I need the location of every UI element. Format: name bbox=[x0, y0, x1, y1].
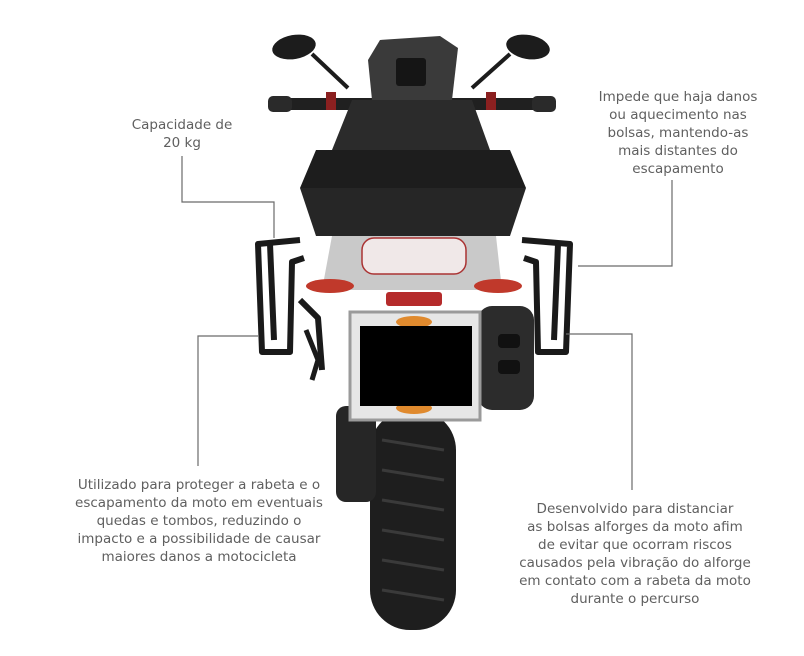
leader-heat bbox=[578, 180, 673, 267]
exhaust bbox=[478, 306, 534, 410]
rear-tire bbox=[370, 410, 456, 630]
caption-fall-protection: Utilizado para proteger a rabeta e o esc… bbox=[75, 477, 323, 565]
left-turn-signal bbox=[306, 279, 354, 293]
fuel-tank bbox=[332, 100, 490, 150]
plate-redaction bbox=[360, 326, 472, 406]
rear-fairing bbox=[300, 188, 526, 236]
caption-bag-distance: Desenvolvido para distanciar as bolsas a… bbox=[519, 501, 751, 607]
left-mirror bbox=[272, 34, 350, 90]
leader-distance bbox=[566, 333, 633, 490]
rear-reflector bbox=[386, 292, 442, 306]
caption-heat-protection: Impede que haja danos ou aquecimento nas… bbox=[598, 89, 758, 177]
swingarm bbox=[336, 406, 376, 502]
caption-capacity: Capacidade de 20 kg bbox=[131, 117, 233, 151]
left-side-rack bbox=[255, 237, 325, 371]
seat-rack bbox=[300, 150, 526, 188]
exhaust-guard bbox=[303, 329, 321, 381]
leader-capacity bbox=[181, 156, 275, 238]
right-mirror bbox=[470, 34, 550, 90]
phone-mount bbox=[396, 58, 426, 86]
right-turn-signal bbox=[474, 279, 522, 293]
leader-protect bbox=[197, 335, 258, 466]
right-side-rack bbox=[521, 237, 573, 355]
tail-light bbox=[361, 237, 467, 275]
